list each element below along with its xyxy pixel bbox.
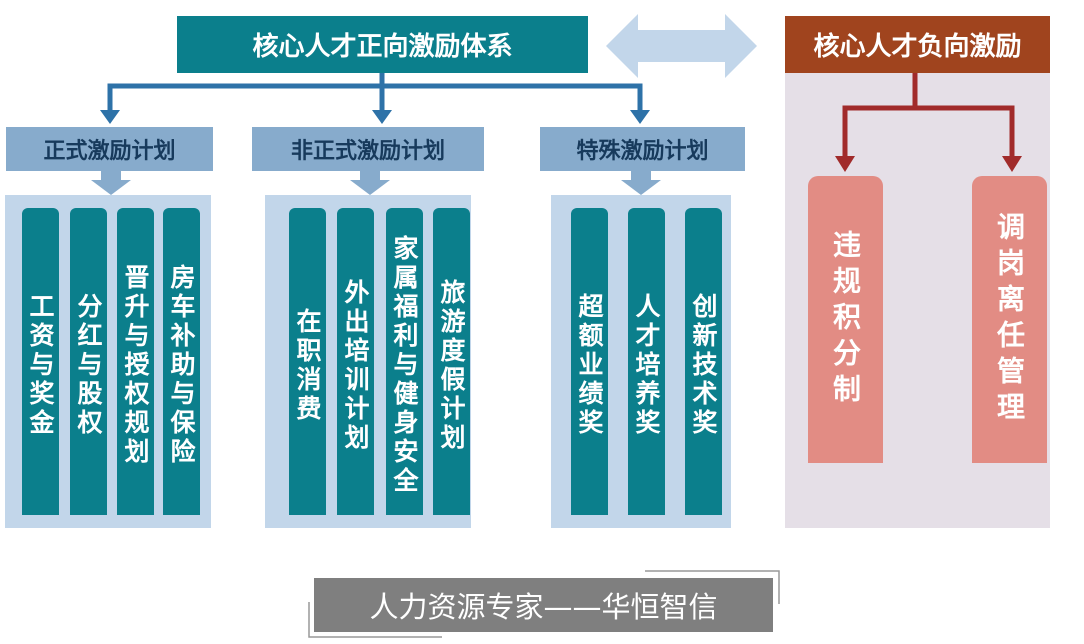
item-bar: 分红与股权 bbox=[70, 208, 107, 515]
negative-item: 调岗离任管理 bbox=[972, 176, 1047, 463]
item-bar: 创新技术奖 bbox=[685, 208, 722, 515]
item-bar: 家属福利与健身安全 bbox=[386, 208, 423, 515]
category-special: 特殊激励计划 bbox=[540, 127, 745, 171]
negative-item: 违规积分制 bbox=[808, 176, 883, 463]
category-informal: 非正式激励计划 bbox=[252, 127, 484, 171]
blue-connector bbox=[107, 73, 643, 114]
item-bar: 旅游度假计划 bbox=[433, 208, 470, 515]
item-bar: 人才培养奖 bbox=[628, 208, 665, 515]
item-bar: 工资与奖金 bbox=[22, 208, 59, 515]
item-bar: 晋升与授权规划 bbox=[117, 208, 154, 515]
red-connector bbox=[842, 73, 1015, 160]
down-arrows bbox=[91, 171, 661, 195]
arrowheads-blue bbox=[100, 110, 650, 124]
item-bar: 房车补助与保险 bbox=[163, 208, 200, 515]
footer-banner: 人力资源专家——华恒智信 bbox=[314, 578, 773, 632]
double-arrow-icon bbox=[606, 14, 757, 78]
footer-corners bbox=[308, 570, 780, 638]
item-bar: 超额业绩奖 bbox=[571, 208, 608, 515]
negative-title: 核心人才负向激励 bbox=[785, 16, 1050, 73]
item-bar: 在职消费 bbox=[289, 208, 326, 515]
positive-title: 核心人才正向激励体系 bbox=[177, 16, 588, 73]
category-formal: 正式激励计划 bbox=[6, 127, 213, 171]
item-bar: 外出培训计划 bbox=[337, 208, 374, 515]
